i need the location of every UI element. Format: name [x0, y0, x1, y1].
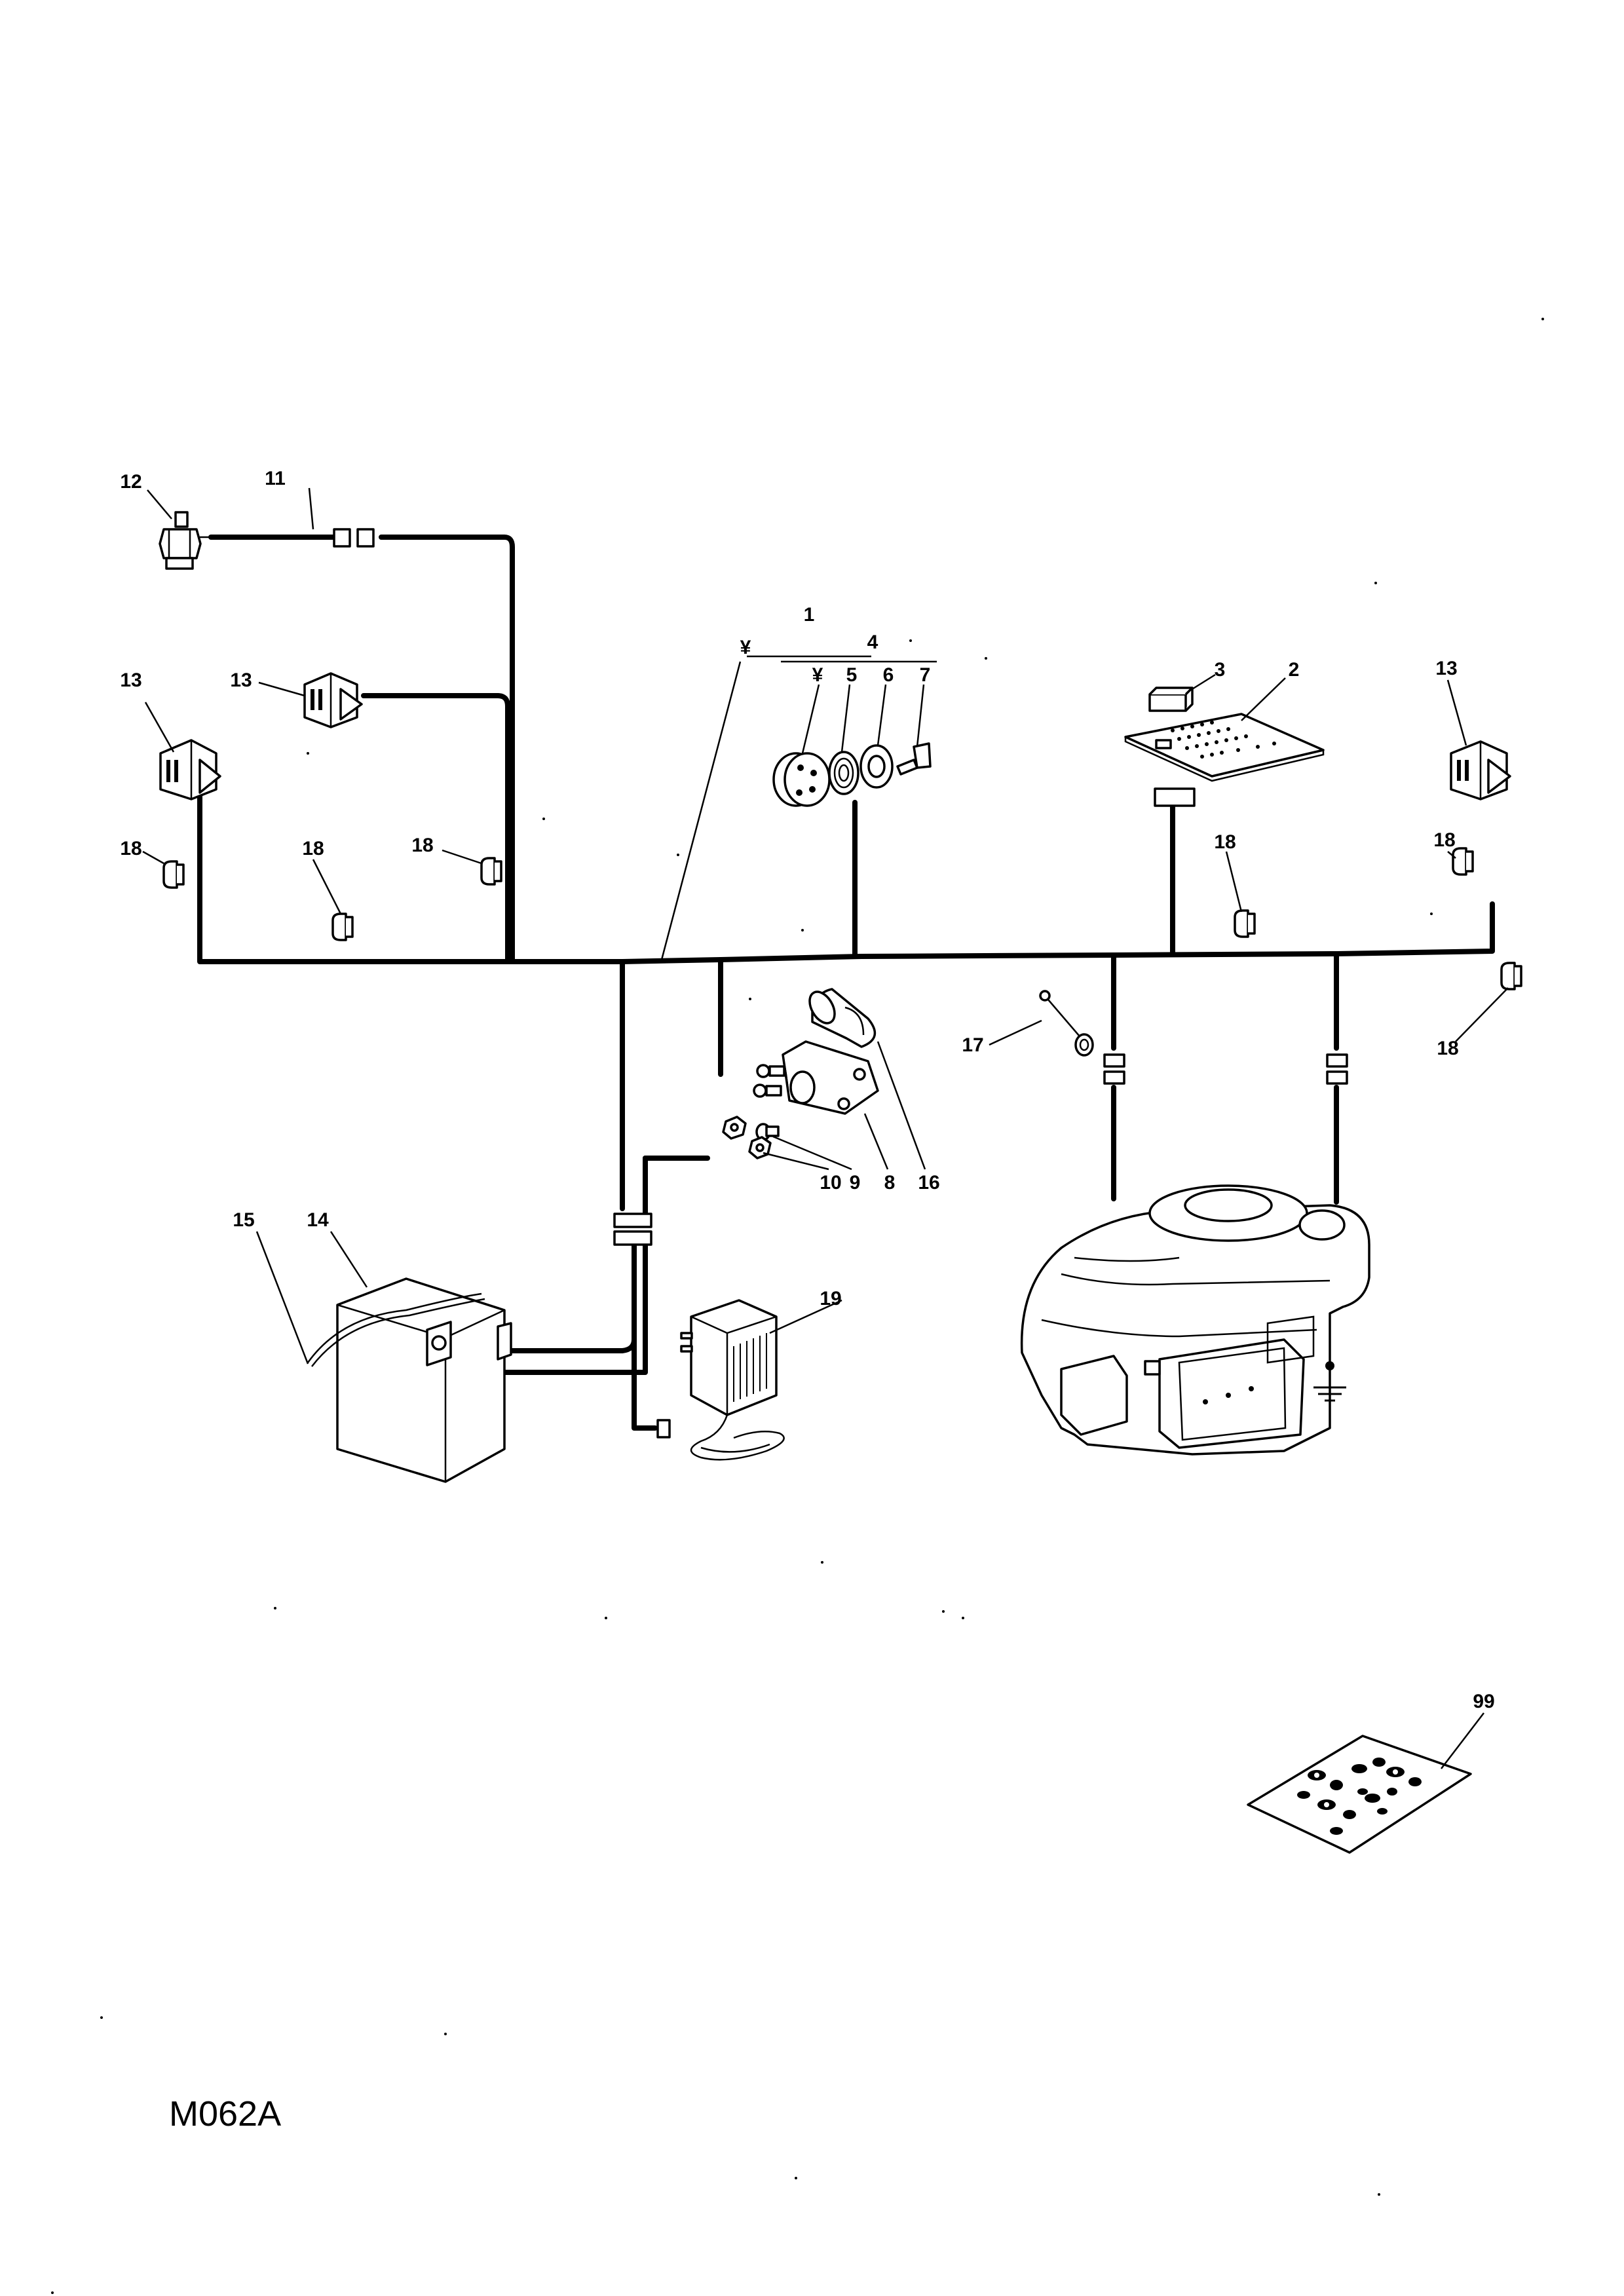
engine-connector-lb: [1103, 1070, 1125, 1085]
yen-mark-4: ¥: [812, 664, 823, 686]
part-19-charger: [680, 1299, 785, 1461]
part-2-circuit-board: [1124, 713, 1325, 782]
callout-5: 5: [846, 664, 858, 686]
callout-8: 8: [884, 1172, 896, 1194]
battery-connector-b: [613, 1230, 652, 1246]
part-8-solenoid: [753, 1040, 879, 1115]
wiring-harness: [197, 528, 1495, 1439]
callout-3: 3: [1215, 659, 1226, 681]
leader-lines: [142, 487, 1509, 1769]
engine-connector-rb: [1326, 1070, 1348, 1085]
callout-14: 14: [307, 1209, 329, 1231]
part-99-hardware-bag: [1247, 1735, 1472, 1854]
callout-18-a: 18: [120, 838, 142, 859]
engine-connector-la: [1103, 1053, 1125, 1068]
callout-9: 9: [850, 1172, 861, 1194]
part-16-terminal-boot: [808, 988, 877, 1048]
callout-16: 16: [918, 1172, 939, 1194]
battery-connector-a: [613, 1213, 652, 1228]
callout-4: 4: [867, 631, 878, 653]
callout-7: 7: [920, 664, 931, 686]
callout-17: 17: [962, 1034, 983, 1056]
callout-13-left: 13: [120, 669, 142, 691]
callout-18-c: 18: [411, 835, 433, 856]
ground-symbol-icon: [1313, 1361, 1346, 1402]
callout-13-right: 13: [1435, 658, 1457, 679]
engine: [1020, 1184, 1370, 1456]
part-5-spring-nut: [828, 751, 859, 795]
callout-18-b: 18: [302, 838, 324, 859]
part-18-clip-6: [1500, 962, 1522, 990]
charger-connector: [656, 1419, 671, 1439]
callout-12: 12: [120, 471, 142, 493]
yen-mark-1: ¥: [740, 637, 751, 658]
part-12-sensor: [159, 511, 210, 570]
connector-11a: [333, 528, 351, 548]
callout-18-d: 18: [1214, 831, 1236, 853]
part-13-switch-upper: [303, 672, 363, 728]
part-13-switch-left: [159, 739, 221, 800]
board-connector: [1154, 787, 1196, 807]
callout-13-upper: 13: [230, 669, 252, 691]
callout-15: 15: [233, 1209, 254, 1231]
part-7-key: [896, 742, 932, 776]
part-13-switch-right: [1450, 740, 1511, 800]
part-14-battery: [336, 1277, 512, 1483]
callout-1: 1: [804, 604, 815, 626]
part-10-nuts: [722, 1116, 772, 1159]
callout-2: 2: [1289, 659, 1300, 681]
part-18-clip-3: [480, 857, 502, 886]
part-18-clip-5: [1452, 847, 1474, 876]
part-18-clip-4: [1234, 909, 1256, 938]
callout-6: 6: [883, 664, 894, 686]
callout-99: 99: [1473, 1691, 1494, 1712]
part-9-nut: [755, 1123, 780, 1141]
callout-18-f: 18: [1437, 1038, 1458, 1059]
connector-11b: [356, 528, 375, 548]
part-ignition-switch-assembly: [772, 742, 932, 807]
callout-11: 11: [265, 468, 286, 489]
part-3-relay: [1148, 687, 1194, 712]
callout-18-e: 18: [1433, 829, 1455, 851]
part-6-washer: [859, 744, 894, 789]
part-15-battery-strap: [307, 1292, 485, 1367]
part-17-ground-lead: [1039, 990, 1094, 1057]
scan-specks: [51, 318, 1544, 2294]
callout-10: 10: [820, 1172, 841, 1194]
callout-labels: 1 2 3 4 5 6 7 8 9 10 11 12 13 13 13 14 1…: [120, 468, 1494, 1712]
diagram-code: M062A: [169, 2094, 281, 2134]
engine-connector-ra: [1326, 1053, 1348, 1068]
part-18-clip-2: [331, 913, 354, 941]
callout-19: 19: [820, 1288, 841, 1309]
part-18-clip-1: [162, 860, 185, 889]
